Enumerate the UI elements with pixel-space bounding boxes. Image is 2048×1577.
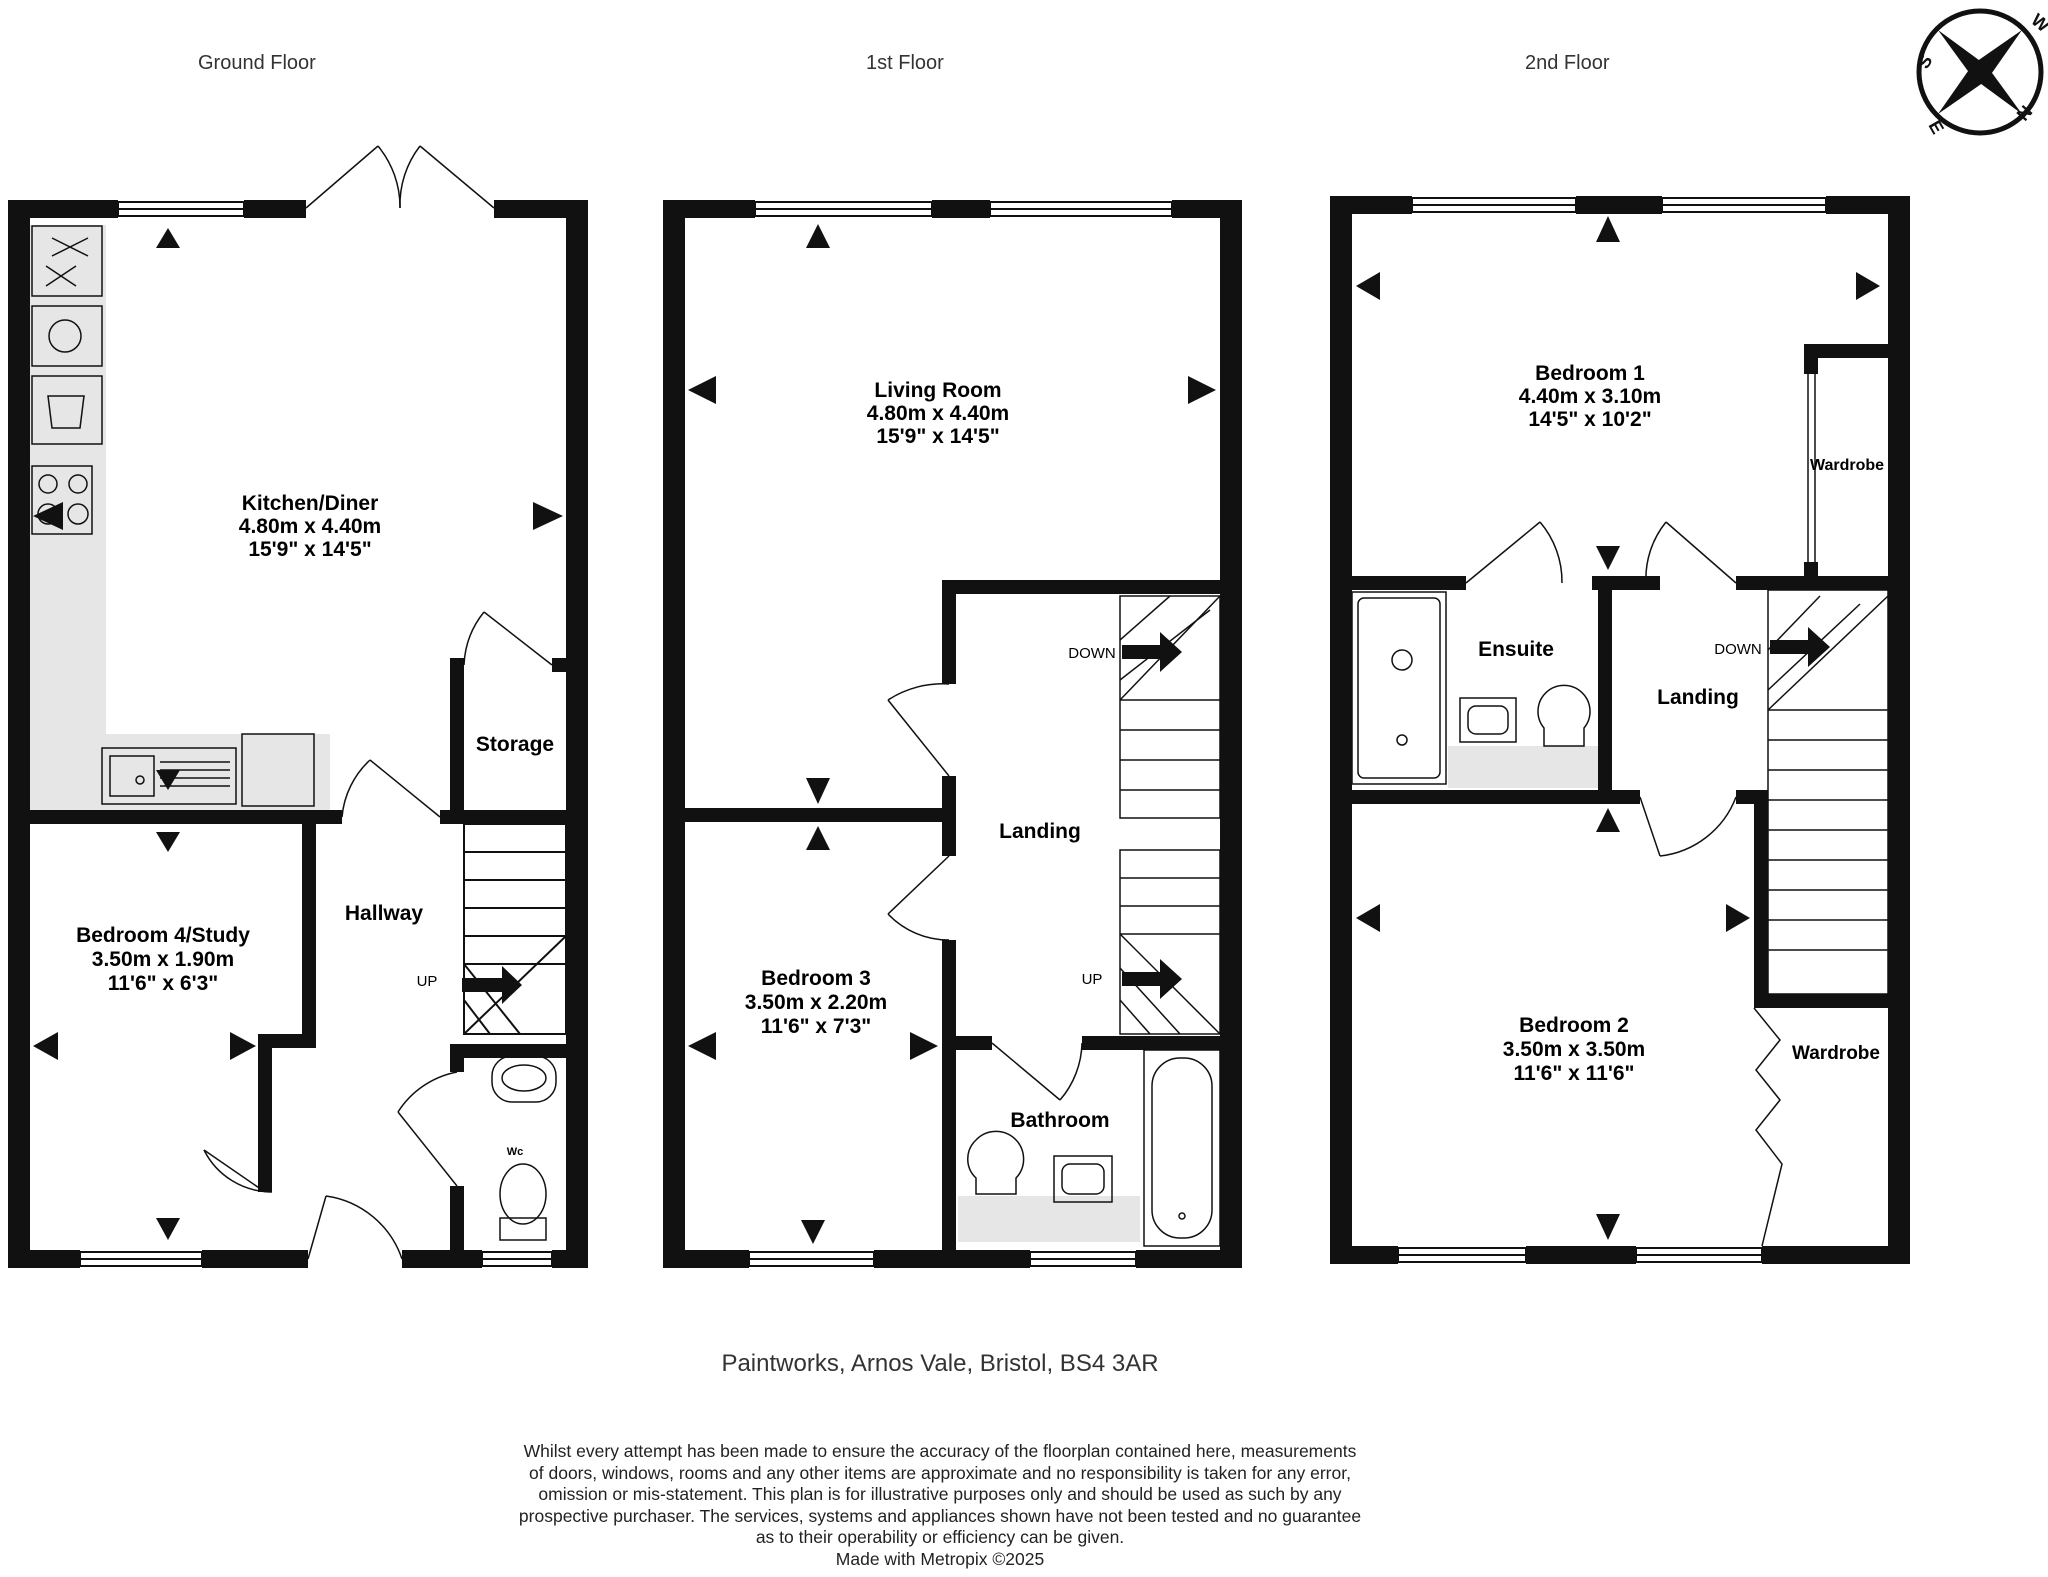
made-with-credit: Made with Metropix ©2025 [835, 1548, 1045, 1569]
first-floor-plan: Living Room 4.80m x 4.40m 15'9" x 14'5" … [663, 200, 1242, 1268]
living-metric: 4.80m x 4.40m [867, 402, 1009, 425]
bedroom4-imperial: 11'6" x 6'3" [108, 972, 219, 995]
kitchen-name: Kitchen/Diner [242, 492, 379, 515]
wardrobe1-label: Wardrobe [1810, 457, 1884, 474]
hallway-name: Hallway [345, 902, 424, 925]
disclaimer-line: of doors, windows, rooms and any other i… [529, 1462, 1351, 1483]
first-stairs-up-label: UP [1082, 971, 1103, 988]
bedroom3-imperial: 11'6" x 7'3" [761, 1015, 872, 1038]
disclaimer-line: as to their operability or efficiency ca… [755, 1527, 1125, 1547]
disclaimer-line: Whilst every attempt has been made to en… [523, 1441, 1357, 1461]
bedroom4-metric: 3.50m x 1.90m [92, 948, 234, 971]
wc-label: Wc [507, 1146, 524, 1158]
disclaimer: Whilst every attempt has been made to en… [440, 1441, 1440, 1570]
ground-stairs-up-label: UP [417, 973, 438, 990]
compass-e-label: E [1925, 117, 1948, 137]
bedroom2-metric: 3.50m x 3.50m [1503, 1038, 1645, 1061]
bedroom3-metric: 3.50m x 2.20m [745, 991, 887, 1014]
second-floor-plan: Bedroom 1 4.40m x 3.10m 14'5" x 10'2" Wa… [1330, 196, 1910, 1264]
bedroom3-name: Bedroom 3 [761, 967, 871, 990]
kitchen-metric: 4.80m x 4.40m [239, 515, 381, 538]
bedroom4-name: Bedroom 4/Study [76, 924, 250, 947]
living-name: Living Room [874, 379, 1001, 402]
second-floor-title: 2nd Floor [1525, 52, 1610, 74]
ground-floor-plan: Kitchen/Diner 4.80m x 4.40m 15'9" x 14'5… [8, 145, 588, 1268]
second-stairs-down-label: DOWN [1714, 641, 1762, 658]
disclaimer-line: omission or mis-statement. This plan is … [538, 1484, 1342, 1504]
bedroom2-name: Bedroom 2 [1519, 1014, 1629, 1037]
wardrobe2-label: Wardrobe [1792, 1043, 1880, 1064]
first-stairs-down-label: DOWN [1068, 645, 1116, 662]
kitchen-imperial: 15'9" x 14'5" [248, 538, 371, 561]
living-imperial: 15'9" x 14'5" [876, 425, 999, 448]
disclaimer-line: prospective purchaser. The services, sys… [518, 1505, 1362, 1526]
second-landing-name: Landing [1657, 686, 1739, 709]
storage-name: Storage [476, 733, 554, 756]
first-landing-name: Landing [999, 820, 1081, 843]
bedroom2-imperial: 11'6" x 11'6" [1513, 1062, 1634, 1085]
bedroom1-imperial: 14'5" x 10'2" [1528, 408, 1651, 431]
bathroom-name: Bathroom [1010, 1109, 1109, 1132]
bedroom1-metric: 4.40m x 3.10m [1519, 385, 1661, 408]
property-address: Paintworks, Arnos Vale, Bristol, BS4 3AR [721, 1350, 1159, 1377]
bedroom1-name: Bedroom 1 [1535, 362, 1645, 385]
ground-floor-title: Ground Floor [198, 52, 316, 74]
ensuite-name: Ensuite [1478, 638, 1554, 661]
compass-icon: S W N E [1913, 5, 2048, 139]
first-floor-title: 1st Floor [866, 52, 944, 74]
